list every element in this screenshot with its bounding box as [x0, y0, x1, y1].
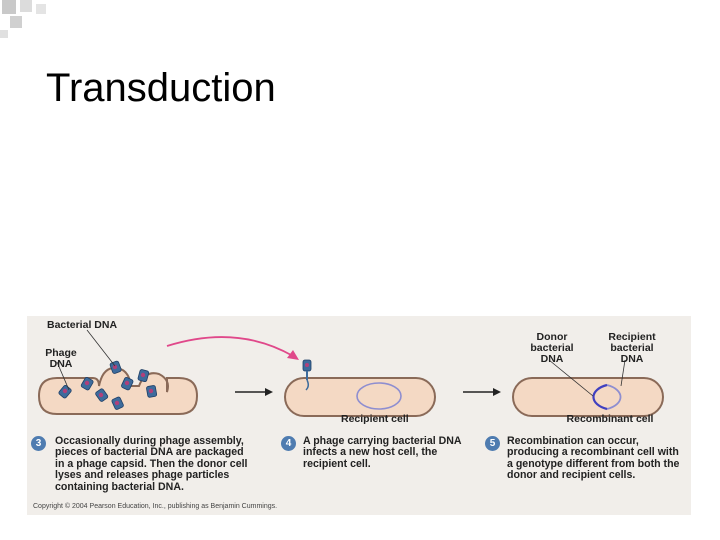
recipient-cell — [284, 377, 436, 417]
step-3-badge: 3 — [31, 436, 46, 451]
step-5-text: Recombination can occur, producing a rec… — [507, 435, 680, 482]
recombinant-dna-donor — [592, 383, 608, 411]
donor-cell-lysing — [37, 366, 199, 415]
transduction-figure: Bacterial DNA Phage DNA Recipient cell R… — [27, 316, 691, 515]
label-recipient-bacterial-dna: Recipient bacterial DNA — [608, 331, 656, 365]
donor-dna-pointer — [548, 359, 594, 397]
label-recipient-cell: Recipient cell — [341, 413, 409, 425]
label-donor-bacterial-dna: Donor bacterial DNA — [530, 331, 574, 365]
slide-title: Transduction — [46, 66, 276, 110]
step-3-text: Occasionally during phage assembly, piec… — [55, 435, 248, 493]
infection-arrow — [166, 336, 294, 357]
step-4-text: A phage carrying bacterial DNA infects a… — [303, 435, 462, 470]
step-4-badge: 4 — [281, 436, 296, 451]
label-bacterial-dna: Bacterial DNA — [47, 319, 118, 331]
recombinant-dna-recipient — [606, 384, 622, 410]
transduction-diagram — [37, 329, 664, 417]
arrow-1-head — [265, 388, 273, 396]
corner-decoration — [0, 0, 46, 38]
bacterial-dna-pointer — [86, 329, 116, 367]
label-recombinant-cell: Recombinant cell — [566, 413, 654, 425]
infection-arrow-head — [287, 350, 299, 360]
recipient-dna — [356, 382, 402, 410]
phage-dna-pointer — [56, 361, 70, 391]
step-5-badge: 5 — [485, 436, 500, 451]
label-phage-dna: Phage DNA — [45, 347, 77, 370]
arrow-2-head — [493, 388, 501, 396]
attached-phage — [302, 359, 312, 391]
dna-pieces — [62, 364, 154, 406]
recipient-dna-pointer — [620, 359, 626, 387]
copyright: Copyright © 2004 Pearson Education, Inc.… — [33, 503, 278, 510]
recombinant-cell — [512, 377, 664, 417]
